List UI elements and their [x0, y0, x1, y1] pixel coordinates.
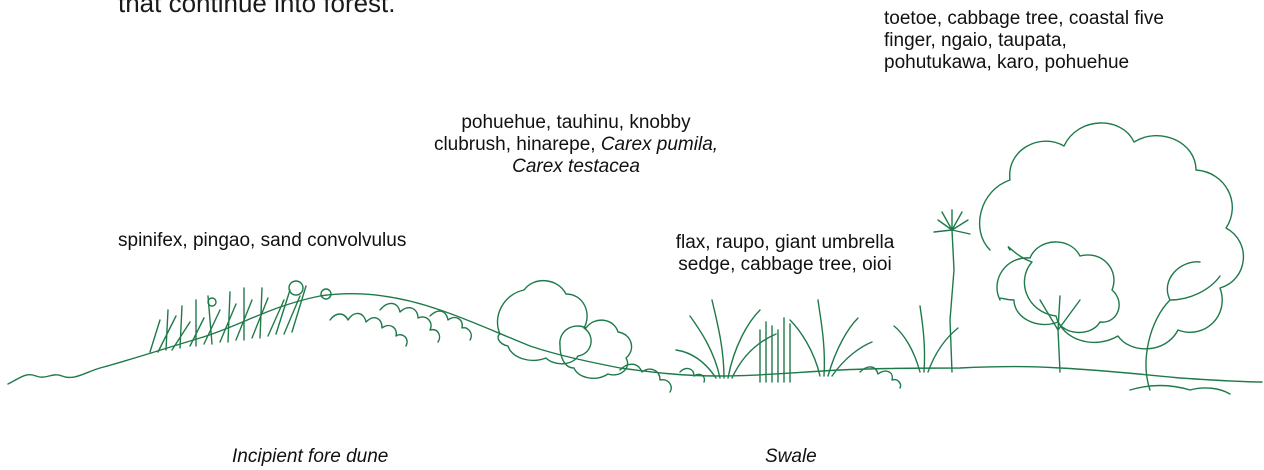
hind-dune-shrubs — [497, 281, 671, 392]
sand-convolvulus-mat — [330, 303, 471, 346]
swale-flax-raupo-sedges — [676, 300, 958, 382]
forest-trees — [980, 123, 1244, 394]
spinifex-pingao-grasses — [150, 281, 331, 352]
